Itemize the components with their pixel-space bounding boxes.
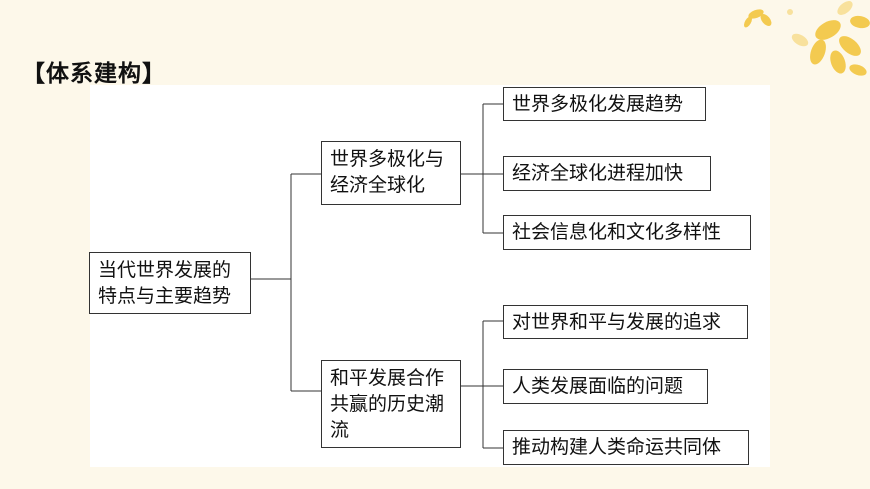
leaf-node: 社会信息化和文化多样性 [503, 215, 751, 250]
branch-node-multipolarity-line1: 世界多极化与 [330, 148, 445, 170]
section-heading: 【体系建构】 [22, 61, 166, 87]
branch-node-multipolarity: 世界多极化与 经济全球化 [321, 141, 461, 205]
branch-node-peace-development-line1: 和平发展合作 [330, 367, 445, 389]
root-node-line2: 特点与主要趋势 [98, 285, 232, 307]
leaf-node: 世界多极化发展趋势 [503, 87, 706, 121]
leaf-node: 推动构建人类命运共同体 [503, 430, 749, 465]
branch-node-multipolarity-line2: 经济全球化 [330, 174, 426, 196]
branch-node-peace-development-line2: 共赢的历史潮 [330, 393, 445, 415]
leaf-node: 经济全球化进程加快 [503, 156, 711, 191]
leaf-node: 人类发展面临的问题 [503, 369, 708, 404]
root-node: 当代世界发展的 特点与主要趋势 [89, 252, 251, 314]
branch-node-peace-development-line3: 流 [330, 419, 350, 441]
root-node-line1: 当代世界发展的 [98, 259, 232, 281]
leaf-node: 对世界和平与发展的追求 [503, 305, 748, 339]
branch-node-peace-development: 和平发展合作 共赢的历史潮 流 [321, 360, 461, 448]
